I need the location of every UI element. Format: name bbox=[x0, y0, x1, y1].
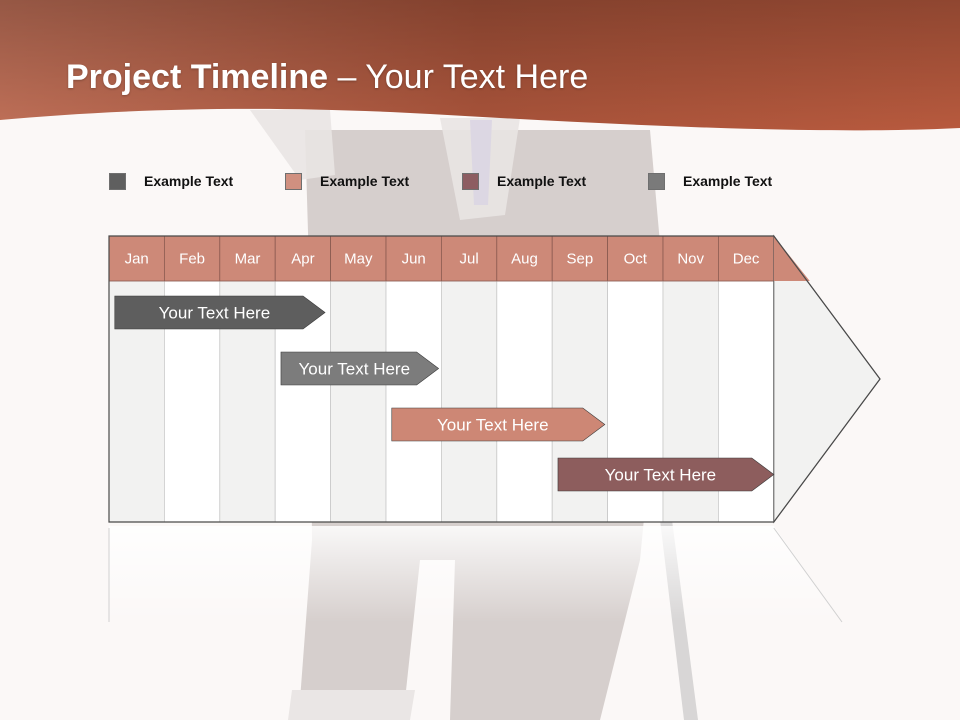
month-column bbox=[330, 280, 387, 523]
slide-title: Project Timeline – Your Text Here bbox=[66, 58, 588, 97]
legend-label-4: Example Text bbox=[683, 173, 773, 189]
month-header-cell bbox=[163, 235, 221, 282]
legend-item-4: Example Text bbox=[648, 170, 772, 192]
legend-label-2: Example Text bbox=[320, 173, 410, 189]
task-bar bbox=[114, 295, 326, 330]
reflection-edge-right bbox=[773, 527, 843, 623]
month-label: Nov bbox=[677, 251, 704, 268]
chart-reflection bbox=[109, 526, 842, 622]
title-bold: Project Timeline bbox=[66, 58, 329, 96]
month-label: Jul bbox=[460, 251, 479, 268]
task-bar bbox=[280, 351, 440, 386]
month-column bbox=[440, 280, 498, 523]
legend-swatch-2 bbox=[285, 172, 302, 190]
legend-swatch-3 bbox=[462, 172, 479, 190]
month-label: May bbox=[344, 251, 373, 268]
legend-label-3: Example Text bbox=[497, 173, 587, 189]
month-label: Sep bbox=[567, 251, 594, 268]
month-label: Oct bbox=[624, 251, 648, 268]
legend-item-3: Example Text bbox=[462, 170, 586, 192]
legend-swatch-1 bbox=[109, 172, 126, 190]
month-label: Feb bbox=[179, 251, 205, 268]
month-label: Apr bbox=[291, 251, 314, 268]
month-header-cell bbox=[718, 235, 775, 282]
month-header-cell bbox=[274, 235, 332, 282]
month-label: Mar bbox=[235, 251, 261, 268]
task-bar-label: Your Text Here bbox=[437, 416, 549, 435]
task-bar-label: Your Text Here bbox=[605, 466, 717, 485]
month-column bbox=[496, 280, 553, 523]
month-header-cell bbox=[330, 235, 387, 282]
month-label: Aug bbox=[511, 251, 538, 268]
task-bar-label: Your Text Here bbox=[159, 304, 271, 323]
month-header-cell bbox=[496, 235, 553, 282]
legend-item-1: Example Text bbox=[109, 170, 233, 192]
task-bar bbox=[557, 457, 775, 492]
month-header-cell bbox=[385, 235, 442, 282]
month-column bbox=[385, 280, 442, 523]
timeline-outline bbox=[108, 235, 881, 523]
month-header-cell bbox=[440, 235, 498, 282]
header-band bbox=[0, 0, 960, 131]
month-label: Jan bbox=[125, 251, 149, 268]
month-header-cell bbox=[662, 235, 719, 282]
legend-label-1: Example Text bbox=[144, 173, 234, 189]
month-header-cell bbox=[607, 235, 664, 282]
title-rest: – Your Text Here bbox=[328, 58, 589, 96]
month-label: Jun bbox=[402, 251, 426, 268]
legend-swatch-4 bbox=[648, 172, 665, 190]
task-bar bbox=[391, 407, 606, 442]
legend-item-2: Example Text bbox=[285, 170, 409, 192]
month-header-cell bbox=[551, 235, 609, 282]
task-bar-label: Your Text Here bbox=[299, 360, 411, 379]
month-label: Dec bbox=[733, 251, 760, 268]
